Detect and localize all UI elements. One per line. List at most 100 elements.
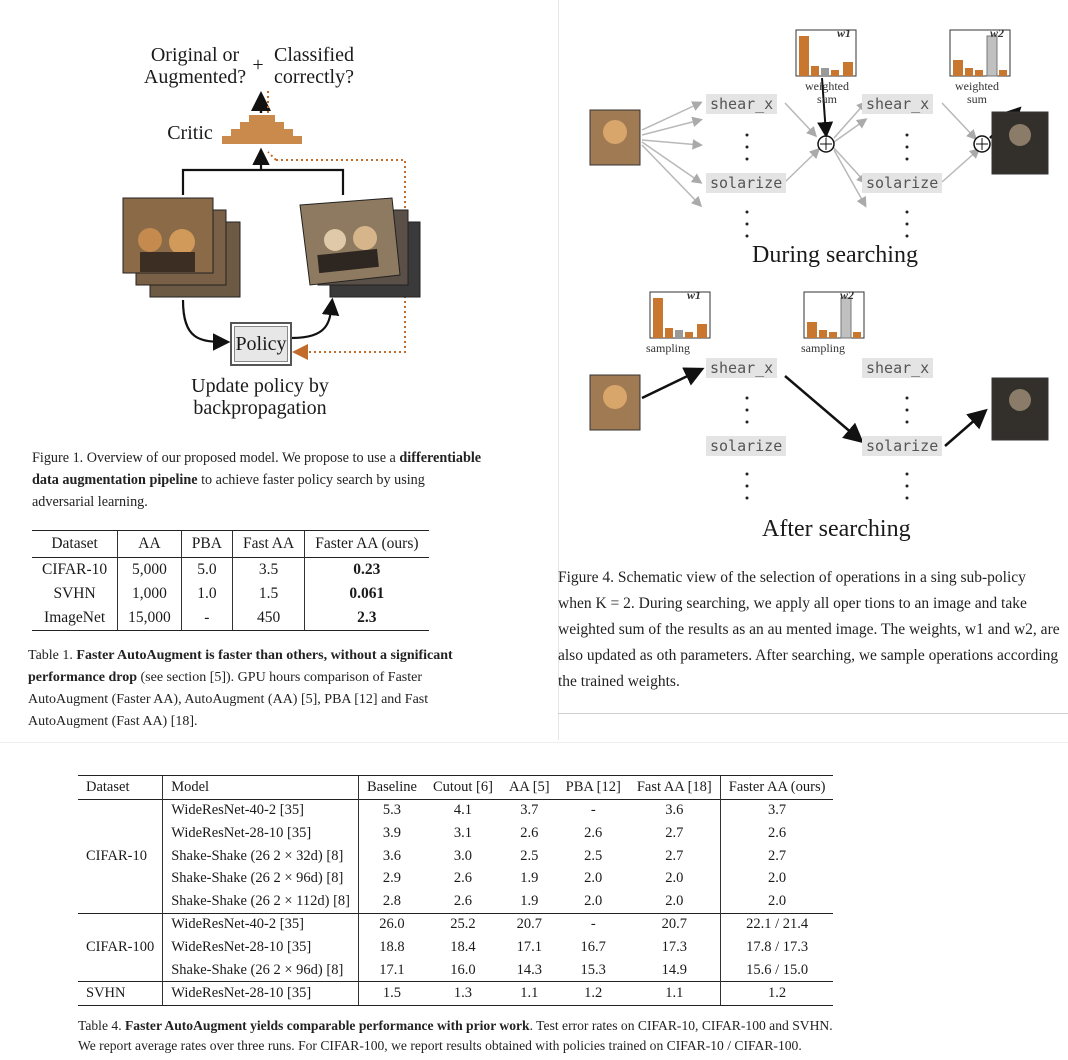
table-cell: 1.3 (424, 981, 501, 1006)
table-cell: 18.8 (357, 936, 425, 959)
critic-input-branches (181, 168, 345, 195)
bar (953, 60, 963, 76)
figure-1-diagram (122, 88, 421, 360)
table-header-cell: Faster AA (ours) (304, 530, 429, 558)
table-cell: 14.9 (661, 961, 687, 978)
table-header-cell: Dataset (78, 775, 163, 800)
table-row: Shake-Shake (26 2 × 96d) [8] 2.9 2.6 1.9… (78, 867, 834, 890)
table-cell: 450 (231, 606, 305, 631)
table-row: Shake-Shake (26 2 × 32d) [8] 3.6 3.0 2.5… (78, 844, 834, 868)
table-cell: 2.0 (584, 892, 603, 909)
table-cell: 3.7 (500, 798, 558, 823)
table-header-cell: Dataset (32, 530, 118, 558)
table-row: CIFAR-10 WideResNet-40-2 [35] 5.3 4.1 3.… (78, 798, 834, 914)
table-cell: 20.7 (628, 912, 721, 937)
table-cell: 1.2 (719, 981, 834, 1006)
backprop-dotted-path (267, 151, 277, 161)
table-cell: 3.1 (453, 824, 472, 841)
op-shear-x: shear_x (862, 94, 934, 114)
table-row: SVHN WideResNet-28-10 [35] 1.5 1.3 1.1 1… (78, 981, 834, 1006)
table-cell: 20.7 (500, 912, 558, 937)
after-searching-title: After searching (762, 516, 911, 542)
table-row: WideResNet-28-10 [35] 3.9 3.1 2.6 2.6 2.… (78, 822, 834, 845)
table-cell: SVHN (53, 585, 96, 602)
table-cell: 2.7 (719, 844, 834, 868)
table-cell: 2.0 (719, 867, 834, 890)
bar (819, 330, 827, 338)
bar (811, 66, 819, 76)
dog-shape (317, 248, 379, 274)
bar (999, 70, 1007, 76)
table-cell: 17.1 (357, 958, 425, 982)
bar (853, 332, 861, 338)
op-shear-x: shear_x (706, 358, 778, 378)
table-header-cell: Baseline (357, 775, 425, 800)
table-cell: 3.7 (719, 798, 834, 823)
bar (975, 70, 983, 76)
table-cell: 2.3 (304, 606, 429, 631)
label-plus: + (252, 54, 264, 76)
dog-shape (140, 252, 195, 272)
table-header-cell: Model (162, 775, 359, 800)
w2-label-after: w2 (840, 288, 855, 302)
op-shear-x: shear_x (706, 94, 778, 114)
ellipsis-dots (745, 133, 909, 500)
policy-box: Policy (230, 322, 292, 366)
panel-divider-horizontal (0, 742, 1068, 743)
output-image-subject (1009, 389, 1031, 411)
table-cell: 0.23 (304, 557, 429, 582)
op-solarize: solarize (862, 436, 943, 456)
table-cell: 1.5 (357, 981, 425, 1006)
model-cell: Shake-Shake (26 2 × 96d) [8] (162, 958, 359, 982)
table-row: ImageNet 15,000 - 450 2.3 (32, 606, 429, 631)
dog-shape (324, 229, 346, 251)
table-cell: 3.6 (628, 798, 721, 823)
table-row: Shake-Shake (26 2 × 96d) [8] 17.1 16.0 1… (78, 958, 834, 982)
table-header-cell: Faster AA (ours) (719, 775, 834, 800)
output-image-subject (1009, 124, 1031, 146)
table-cell: 2.7 (665, 847, 684, 864)
op-solarize: solarize (862, 173, 943, 193)
weight-arrow-1 (817, 77, 834, 138)
table-cell: 17.1 (516, 938, 542, 955)
table-cell: 2.0 (665, 892, 684, 909)
input-image-subject (603, 120, 627, 144)
critic-layer (222, 136, 302, 144)
bar (840, 297, 852, 339)
model-cell: WideResNet-28-10 [35] (162, 981, 359, 1006)
table-cell: 16.7 (580, 938, 606, 955)
panel-divider-vertical (558, 0, 559, 740)
table-cell: 5.3 (357, 798, 425, 823)
dog-shape (353, 226, 377, 250)
input-image-subject (603, 385, 627, 409)
table-cell: 2.5 (584, 847, 603, 864)
table-cell: 1.5 (231, 582, 305, 606)
table-cell: 2.0 (719, 889, 834, 914)
label-original-augmented: Original or Augmented? (143, 44, 247, 88)
model-cell: WideResNet-40-2 [35] (162, 798, 359, 823)
label-critic: Critic (167, 122, 213, 144)
table-cell: 2.7 (665, 824, 684, 841)
model-cell: Shake-Shake (26 2 × 112d) [8] (162, 889, 359, 914)
table-cell: 1.0 (180, 582, 233, 606)
table-cell: 4.1 (424, 798, 501, 823)
table-cell: 1.1 (500, 981, 558, 1006)
dog-shape (138, 228, 162, 252)
table-row: SVHN 1,000 1.0 1.5 0.061 (32, 582, 429, 606)
op-solarize: solarize (706, 436, 787, 456)
op-solarize: solarize (706, 173, 787, 193)
table-cell: 2.6 (584, 824, 603, 841)
bar (799, 36, 809, 76)
table-cell: - (180, 606, 233, 631)
critic-layer (240, 122, 284, 129)
model-cell: WideResNet-40-2 [35] (162, 912, 359, 937)
model-cell: Shake-Shake (26 2 × 96d) [8] (162, 867, 359, 890)
table-cell: 17.3 (661, 938, 687, 955)
bar (807, 322, 817, 338)
table-header-cell: AA [5] (500, 775, 558, 800)
model-cell: Shake-Shake (26 2 × 32d) [8] (162, 844, 359, 868)
critic-layer (249, 115, 275, 122)
table-1-caption: Table 1. Faster AutoAugment is faster th… (28, 648, 453, 729)
bar (843, 62, 853, 76)
table-header-cell: AA (117, 530, 182, 558)
